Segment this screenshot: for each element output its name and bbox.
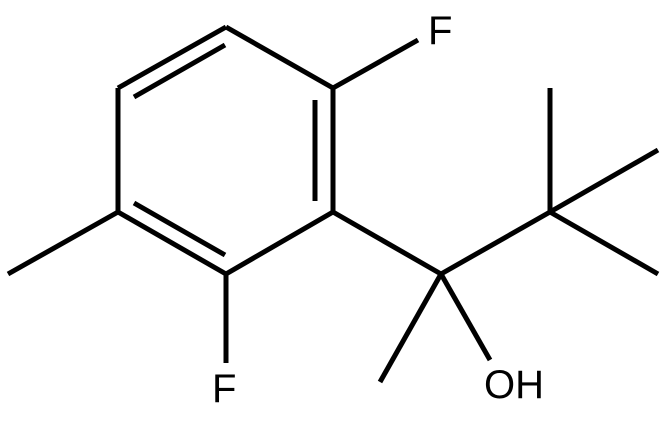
bond-carbinol-to-methyl xyxy=(377,272,444,384)
bond-carbinol-to-quaternary-carbon xyxy=(439,209,552,277)
bond-ring-to-methyl xyxy=(6,209,120,277)
ring-double-bond-inner-top xyxy=(132,42,227,100)
bond-tbutyl-methyl-right-up xyxy=(548,147,660,215)
bond-tbutyl-methyl-right-down xyxy=(548,209,660,277)
bond-ring-to-fluorine-top xyxy=(331,37,420,91)
bond-ring-to-carbinol xyxy=(331,209,443,277)
ring-bond-c1-c2 xyxy=(224,24,335,91)
ring-bond-c3-c4 xyxy=(224,209,335,277)
ring-bond-c4-c5 xyxy=(116,209,228,277)
benzene-ring xyxy=(115,24,336,277)
fluorine-top-label: F xyxy=(428,9,452,53)
ring-bond-c6-c1 xyxy=(116,24,228,91)
bond-carbinol-to-hydroxyl xyxy=(438,272,493,362)
fluorine-bottom-label: F xyxy=(212,367,236,411)
hydroxyl-label: OH xyxy=(484,363,544,407)
ring-double-bond-inner-bottom xyxy=(132,200,227,258)
